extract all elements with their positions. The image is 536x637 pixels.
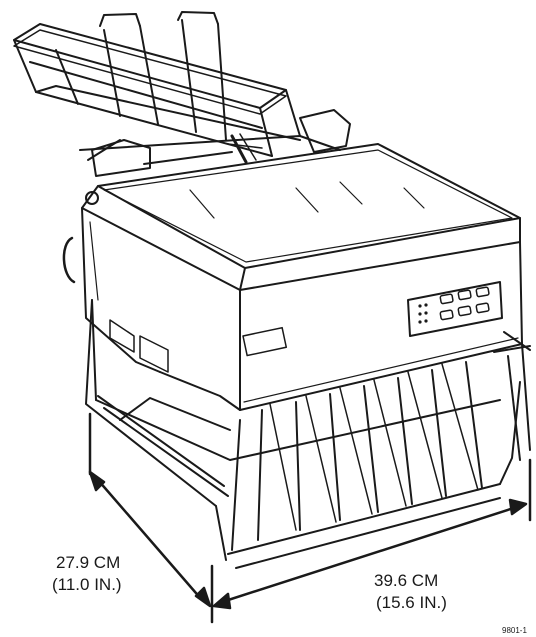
- printer-body: [62, 143, 523, 411]
- width-imperial-label: (15.6 IN.): [376, 593, 447, 612]
- width-dimension-arrow: [212, 458, 532, 610]
- wire-stand: [85, 299, 531, 569]
- width-metric-label: 39.6 CM: [374, 571, 439, 590]
- depth-imperial-label: (11.0 IN.): [52, 575, 122, 594]
- figure-code: 9801-1: [502, 626, 527, 635]
- depth-dimension-arrow: [88, 412, 214, 624]
- paper-rack: [13, 11, 351, 177]
- depth-metric-label: 27.9 CM: [56, 553, 121, 572]
